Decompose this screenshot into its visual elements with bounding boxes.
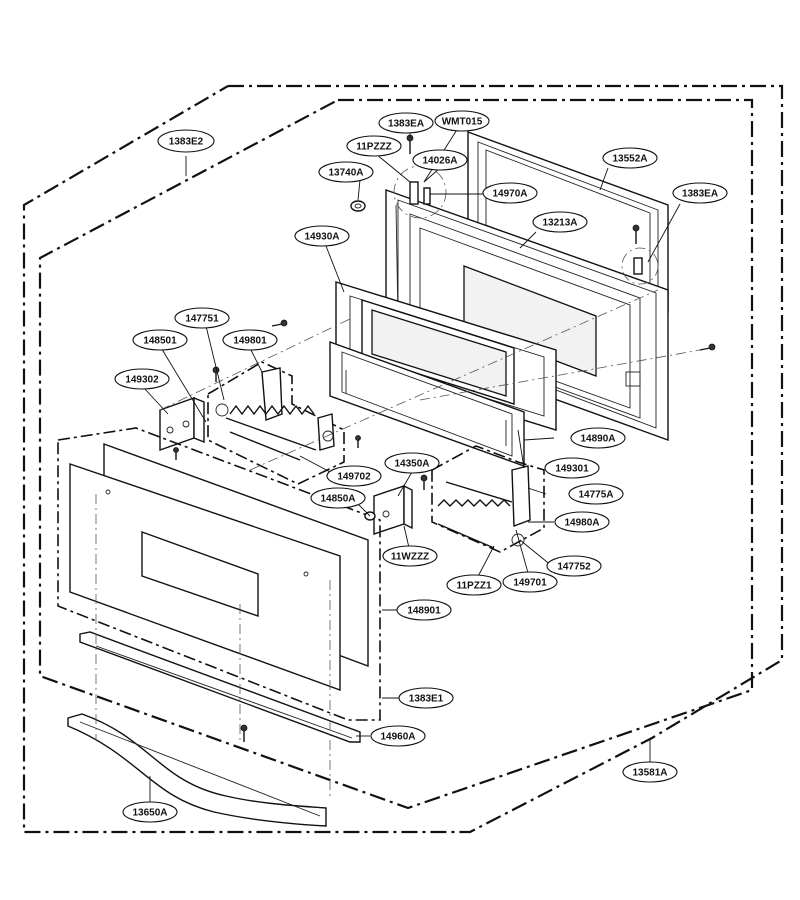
svg-text:1383EA: 1383EA [388, 119, 424, 130]
svg-text:14026A: 14026A [422, 156, 457, 167]
callout-13581a: 13581A [622, 761, 678, 783]
svg-text:11WZZZ: 11WZZZ [391, 552, 429, 563]
callout-13213a: 13213A [532, 211, 588, 233]
svg-text:1383E1: 1383E1 [409, 694, 444, 705]
svg-text:149301: 149301 [555, 464, 589, 475]
svg-text:WMT015: WMT015 [442, 117, 483, 128]
svg-text:14775A: 14775A [578, 490, 613, 501]
svg-text:1383EA: 1383EA [682, 189, 718, 200]
callout-14350a: 14350A [384, 452, 440, 474]
svg-text:14350A: 14350A [394, 459, 429, 470]
outer-door-glass-148901 [69, 443, 369, 691]
callout-1383e2: 1383E2 [157, 129, 215, 153]
callout-13650a: 13650A [122, 801, 178, 823]
callout-147751: 147751 [174, 307, 230, 329]
svg-text:13552A: 13552A [612, 154, 647, 165]
svg-text:14970A: 14970A [492, 189, 527, 200]
callout-14026a: 14026A [412, 149, 468, 171]
callout-149801: 149801 [222, 329, 278, 351]
inner-assembly-boundary [38, 98, 754, 810]
svg-text:149302: 149302 [125, 375, 159, 386]
svg-text:1383E2: 1383E2 [169, 137, 204, 148]
svg-text:13740A: 13740A [328, 168, 363, 179]
callout-13552a: 13552A [602, 147, 658, 169]
callout-149301: 149301 [544, 457, 600, 479]
outer-assembly-boundary [22, 84, 784, 834]
assembly-guide-lines [95, 289, 701, 800]
callout-149302: 149302 [114, 368, 170, 390]
door-gasket-frame-14930a [335, 281, 557, 431]
callout-1383ea-top: 1383EA [378, 112, 434, 134]
svg-text:149701: 149701 [513, 578, 547, 589]
svg-text:148501: 148501 [143, 336, 177, 347]
hinge-pin-circle-right [621, 247, 659, 285]
callout-14970a: 14970A [482, 182, 538, 204]
hinge-bracket-14350a [373, 484, 413, 535]
svg-text:13650A: 13650A [132, 808, 167, 819]
callout-11pzz1: 11PZZ1 [446, 574, 502, 596]
callout-14960a: 14960A [370, 725, 426, 747]
svg-text:14930A: 14930A [304, 232, 339, 243]
svg-text:13581A: 13581A [632, 768, 667, 779]
callout-14775a: 14775A [568, 483, 624, 505]
svg-text:149702: 149702 [337, 472, 371, 483]
svg-text:13213A: 13213A [542, 218, 577, 229]
handle-trim-14960a [79, 631, 361, 743]
svg-text:147751: 147751 [185, 314, 219, 325]
washer-13740a [350, 200, 366, 212]
callout-14890a: 14890A [570, 427, 626, 449]
callout-wmt015: WMT015 [434, 110, 490, 132]
callout-147752: 147752 [546, 555, 602, 577]
callout-14930a: 14930A [294, 225, 350, 247]
hinge-bracket-149302 [159, 396, 205, 451]
svg-text:14960A: 14960A [380, 732, 415, 743]
hinge-assembly-right-14775a [431, 445, 545, 553]
door-inner-panel-13213a [385, 189, 669, 441]
svg-text:147752: 147752 [557, 562, 591, 573]
door-handle-13650a [67, 713, 327, 827]
svg-text:148901: 148901 [407, 606, 441, 617]
svg-text:14890A: 14890A [580, 434, 615, 445]
svg-text:11PZZ1: 11PZZ1 [456, 581, 491, 592]
callout-1383ea-right: 1383EA [672, 182, 728, 204]
callout-1383e1: 1383E1 [398, 687, 454, 709]
hinge-assembly-left-149801 [207, 361, 345, 485]
callout-14850a: 14850A [310, 487, 366, 509]
svg-text:14850A: 14850A [320, 494, 355, 505]
outer-door-glass-boundary [57, 427, 381, 721]
callout-149701: 149701 [502, 571, 558, 593]
callout-14980a: 14980A [554, 511, 610, 533]
callout-11wzzz: 11WZZZ [382, 545, 438, 567]
callout-148501: 148501 [132, 329, 188, 351]
callout-148901: 148901 [396, 599, 452, 621]
svg-text:149801: 149801 [233, 336, 267, 347]
callout-13740a: 13740A [318, 161, 374, 183]
svg-text:11PZZZ: 11PZZZ [356, 142, 392, 153]
svg-text:14980A: 14980A [564, 518, 599, 529]
callout-149702: 149702 [326, 465, 382, 487]
hinge-pin-circle-top [393, 165, 447, 219]
callout-11pzzz: 11PZZZ [346, 135, 402, 157]
